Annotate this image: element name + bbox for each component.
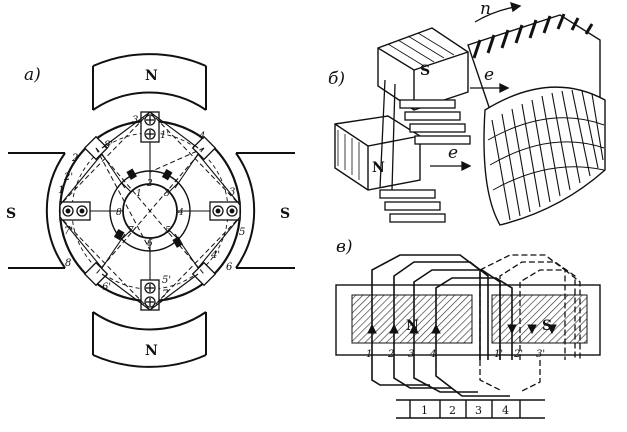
panel-b-perspective-view: б) S N n e e	[328, 0, 606, 226]
commutator-label: 6	[147, 239, 153, 249]
armature-conductors	[379, 79, 471, 223]
pole-frame	[335, 284, 601, 356]
emf-arrows	[430, 82, 510, 172]
panel-a-cross-section: a) N N S S 1 2 3 4 3' 5 4' 6 5' 7 6' 8 7…	[6, 53, 295, 368]
slot-label: 7'	[64, 226, 73, 237]
conductor-label: 4	[429, 349, 436, 360]
slot-label: 1	[58, 185, 64, 196]
commutator-label: 5	[165, 226, 171, 236]
commutator-bars	[396, 399, 545, 419]
coils-dashed	[479, 254, 581, 393]
pole-s-hatch	[387, 32, 455, 67]
rotor-ring-bands	[487, 117, 605, 191]
pole-label-bottom: N	[145, 343, 158, 359]
slot-label: 4'	[210, 250, 220, 261]
slot-label: 5	[239, 227, 245, 238]
conductor-label: 1'	[494, 349, 503, 360]
pole-label-left: S	[6, 206, 16, 222]
rotation-label: n	[480, 0, 491, 19]
conductor-label: 3	[408, 349, 414, 360]
pole-n-label-c: N	[406, 318, 419, 334]
emf-label-bottom: e	[448, 143, 458, 163]
commutator-label: 7	[128, 226, 134, 236]
pole-s-area	[491, 294, 588, 344]
panel-b-label: б)	[328, 69, 345, 89]
slot-label: 1'	[160, 130, 169, 141]
commutator-bar-label: 3	[475, 404, 482, 417]
pole-shoes	[45, 91, 256, 331]
conductor-label: 3'	[536, 349, 545, 360]
stator-yoke	[8, 53, 295, 368]
conductor-label: 2'	[513, 349, 523, 360]
commutator-label: 3	[164, 189, 170, 199]
slot-label: 2	[71, 153, 78, 164]
brushes	[113, 168, 183, 248]
slot-label: 2'	[63, 172, 73, 183]
commutator-label: 4	[177, 208, 184, 218]
commutator-bar-label: 2	[449, 404, 456, 417]
pole-n-hatch	[337, 130, 360, 180]
slot-label: 4	[198, 131, 205, 142]
pole-s-label-c: S	[542, 318, 552, 334]
panel-a-label: a)	[24, 65, 41, 85]
commutator-label: 8	[116, 208, 122, 218]
emf-label-top: e	[484, 65, 494, 85]
pole-n-block	[334, 115, 421, 191]
conductor-label: 2	[387, 349, 394, 360]
pole-s-label: S	[420, 63, 430, 79]
conductor-label: 1	[366, 349, 372, 360]
current-arrows	[367, 323, 557, 335]
commutator-bar-label: 4	[502, 404, 509, 417]
slot-label: 8'	[104, 140, 113, 151]
pole-label-top: N	[145, 68, 158, 84]
conductor-slots	[59, 111, 241, 311]
pole-label-right: S	[280, 206, 290, 222]
slot-label: 7	[162, 289, 169, 300]
coil-connections-solid	[59, 111, 241, 311]
slot-label: 5'	[162, 275, 171, 286]
rotation-arrow	[474, 2, 522, 23]
slot-label: 3	[132, 115, 138, 126]
slot-label: 3'	[229, 187, 238, 198]
slot-label: 8	[65, 258, 71, 269]
commutator-bar-label: 1	[421, 404, 428, 417]
commutator-label: 2	[146, 179, 153, 189]
pole-n-label: N	[372, 160, 385, 176]
slot-label: 6	[226, 262, 233, 273]
panel-c-developed-winding: в) N S 1 2 3 4 1' 2' 3' 1 2 3 4	[335, 237, 601, 419]
commutator-label: 1	[136, 189, 142, 199]
rotor-teeth	[472, 13, 594, 59]
panel-c-label: в)	[336, 237, 353, 257]
coil-connections-dashed	[59, 111, 241, 311]
slot-label: 6'	[102, 282, 111, 293]
